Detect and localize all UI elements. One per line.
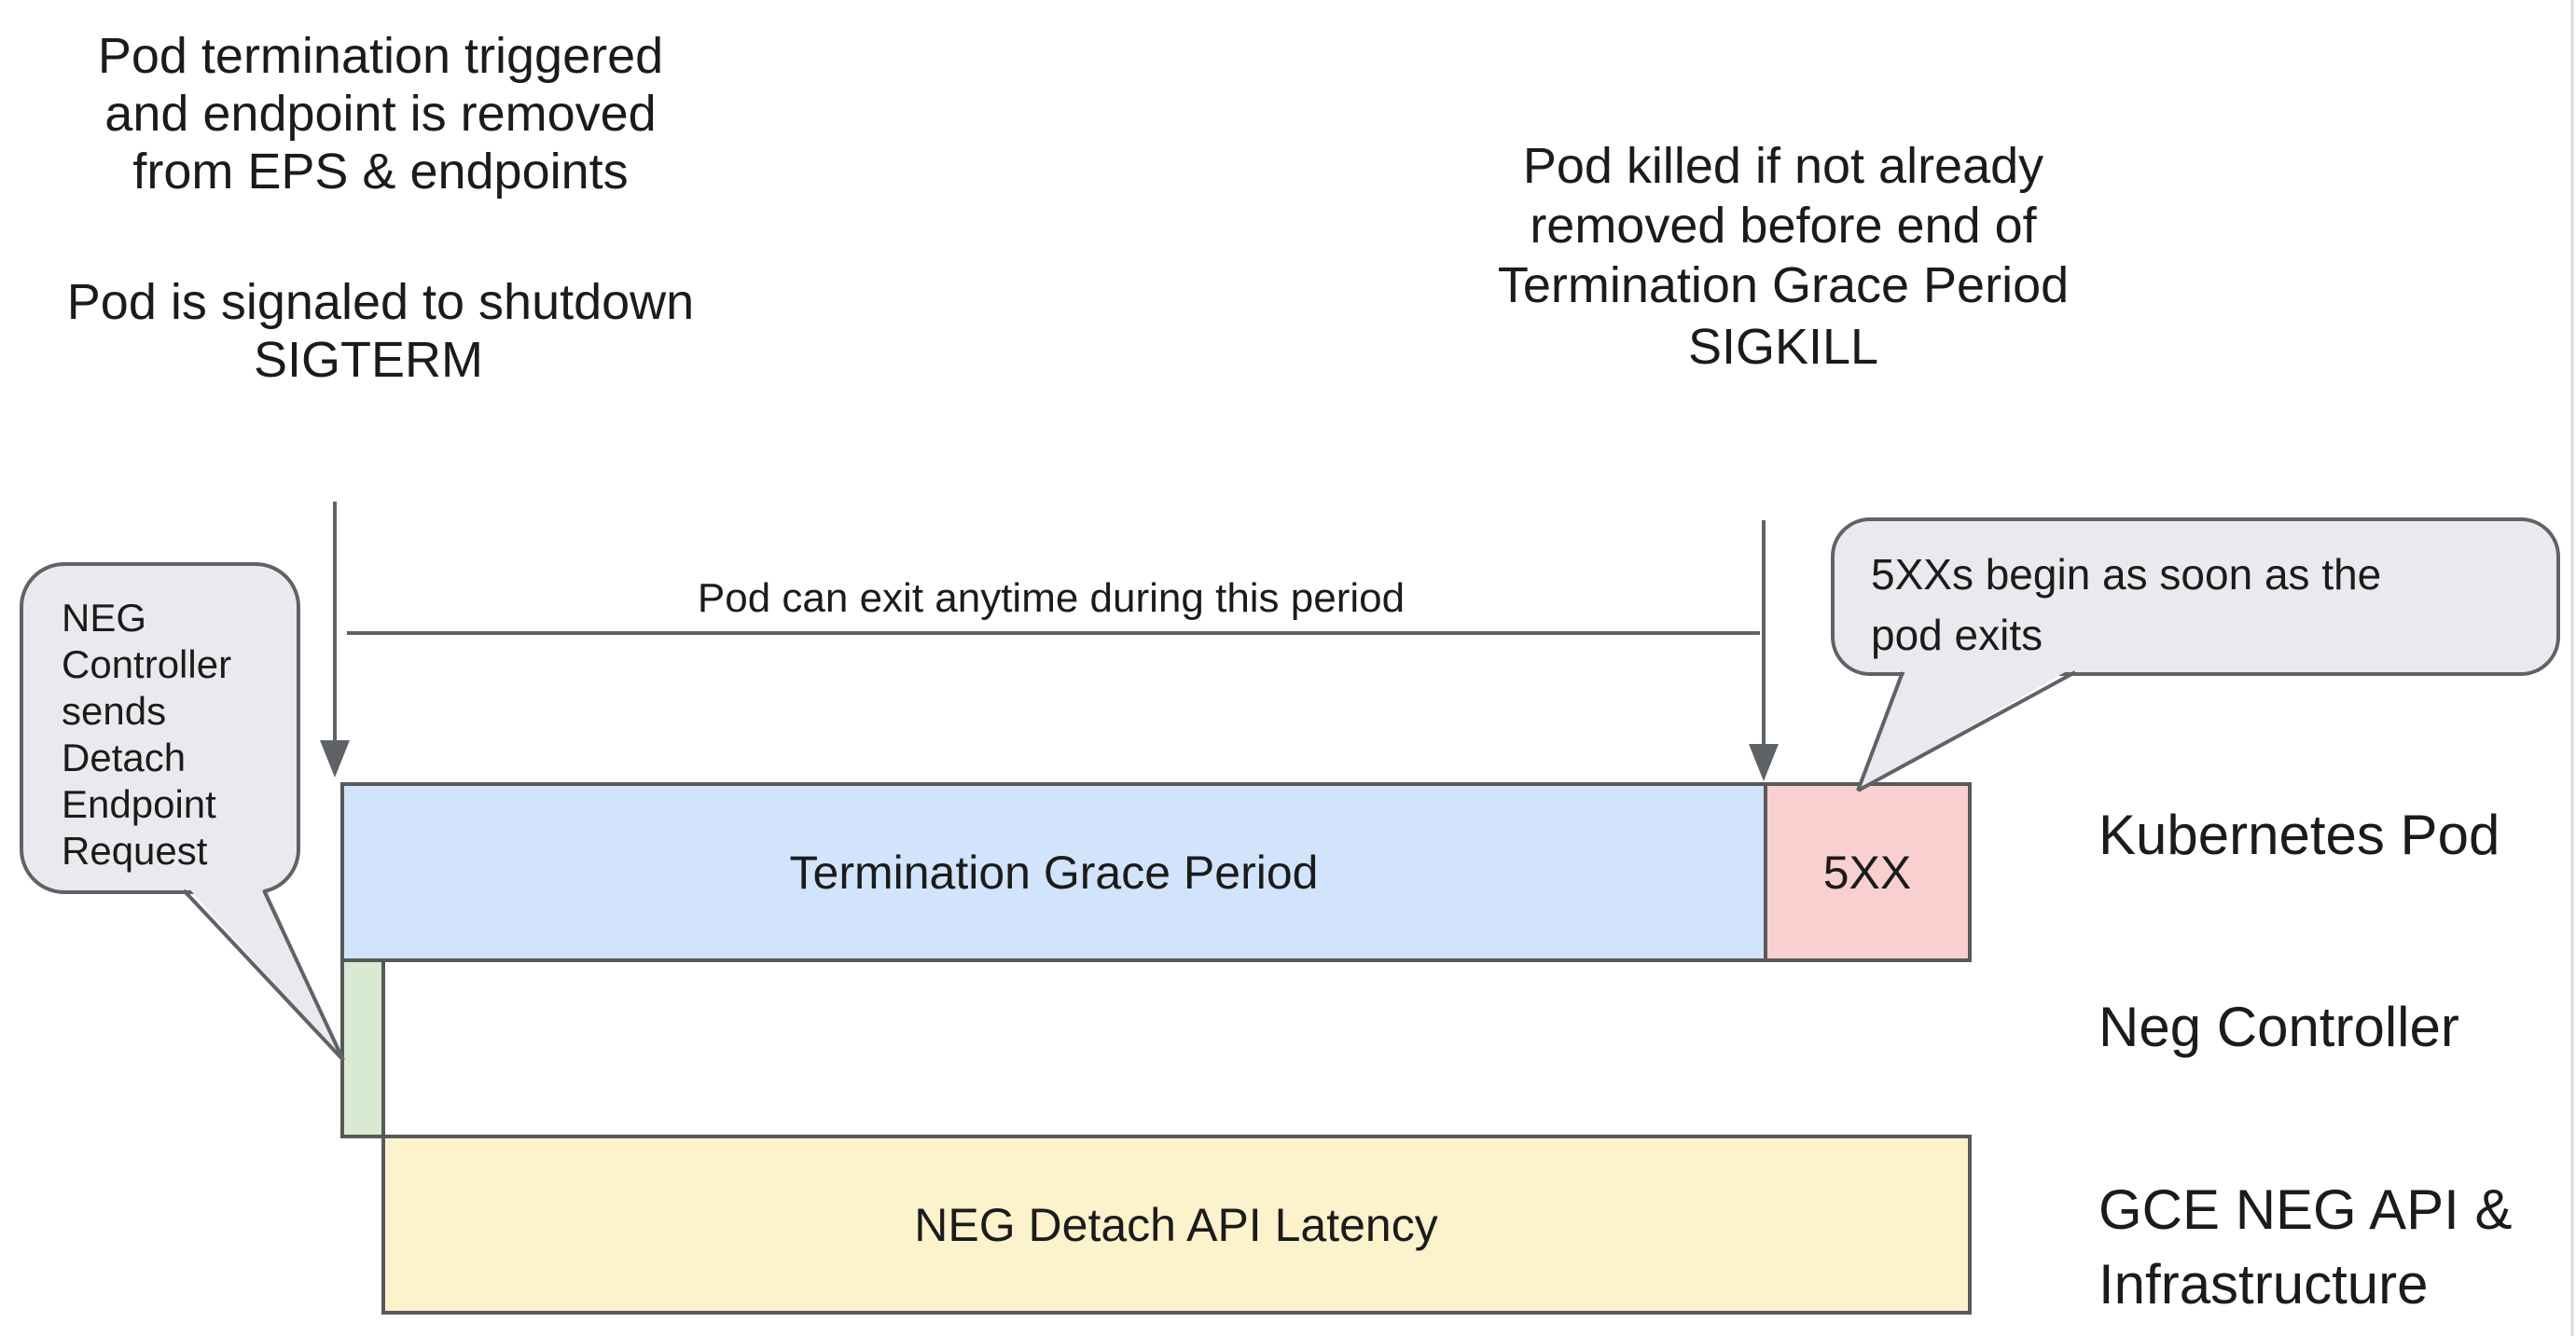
callout-bubble	[1831, 517, 2560, 676]
note-termination-trigger: Pod termination triggered and endpoint i…	[98, 28, 663, 200]
detach-endpoint-request-bar	[340, 958, 385, 1138]
callout-line: Controller	[62, 642, 231, 686]
fivexx-bar-label: 5XX	[1823, 847, 1912, 899]
down-arrow-head-icon	[1749, 744, 1779, 781]
row-label-line: GCE NEG API &	[2098, 1178, 2512, 1241]
down-arrow-head-icon	[320, 740, 350, 778]
note-line: and endpoint is removed	[104, 86, 656, 142]
callout-fivexx-begin: 5XXs begin as soon as the pod exits	[1831, 517, 2560, 792]
note-line: removed before end of	[1530, 198, 2037, 254]
callout-tail-edge	[182, 888, 345, 1062]
pod-can-exit-label: Pod can exit anytime during this period	[698, 575, 1405, 621]
note-line: SIGKILL	[1688, 319, 1878, 375]
termination-grace-period-bar-label: Termination Grace Period	[790, 847, 1319, 899]
row-label-neg-controller: Neg Controller	[2098, 996, 2459, 1058]
note-sigkill: Pod killed if not already removed before…	[1498, 138, 2069, 375]
callout-line: pod exits	[1871, 611, 2043, 659]
row-label-kubernetes-pod: Kubernetes Pod	[2098, 804, 2500, 866]
note-line: SIGTERM	[254, 332, 483, 388]
callout-neg-controller-request: NEG Controller sends Detach Endpoint Req…	[20, 562, 345, 1062]
callout-line: Endpoint	[62, 782, 216, 826]
row-label-gce-neg-api: GCE NEG API & Infrastructure	[2098, 1178, 2512, 1315]
row-label-line: Infrastructure	[2098, 1253, 2428, 1315]
note-line: Termination Grace Period	[1498, 257, 2069, 313]
fivexx-bar	[1764, 782, 1972, 962]
callout-bubble	[20, 562, 300, 894]
note-line: Pod is signaled to shutdown	[67, 274, 694, 330]
callout-line: 5XXs begin as soon as the	[1871, 550, 2381, 599]
callout-line: Detach	[62, 736, 186, 779]
neg-detach-api-latency-bar	[381, 1135, 1972, 1315]
note-line: Pod termination triggered	[98, 28, 663, 84]
note-line: Pod killed if not already	[1523, 138, 2043, 194]
callout-line: sends	[62, 689, 166, 733]
callout-line: NEG	[62, 596, 146, 640]
note-line: from EPS & endpoints	[132, 144, 628, 200]
callout-line: Request	[62, 829, 208, 873]
note-sigterm: Pod is signaled to shutdown SIGTERM	[67, 274, 694, 388]
neg-detach-api-latency-bar-label: NEG Detach API Latency	[914, 1199, 1437, 1251]
callout-tail-edge	[1856, 671, 1904, 792]
sigkill-down-arrow	[1749, 520, 1779, 781]
callout-tail-edge	[262, 889, 345, 1061]
callout-tail-edge	[1857, 670, 2076, 792]
sigterm-down-arrow	[320, 502, 350, 778]
